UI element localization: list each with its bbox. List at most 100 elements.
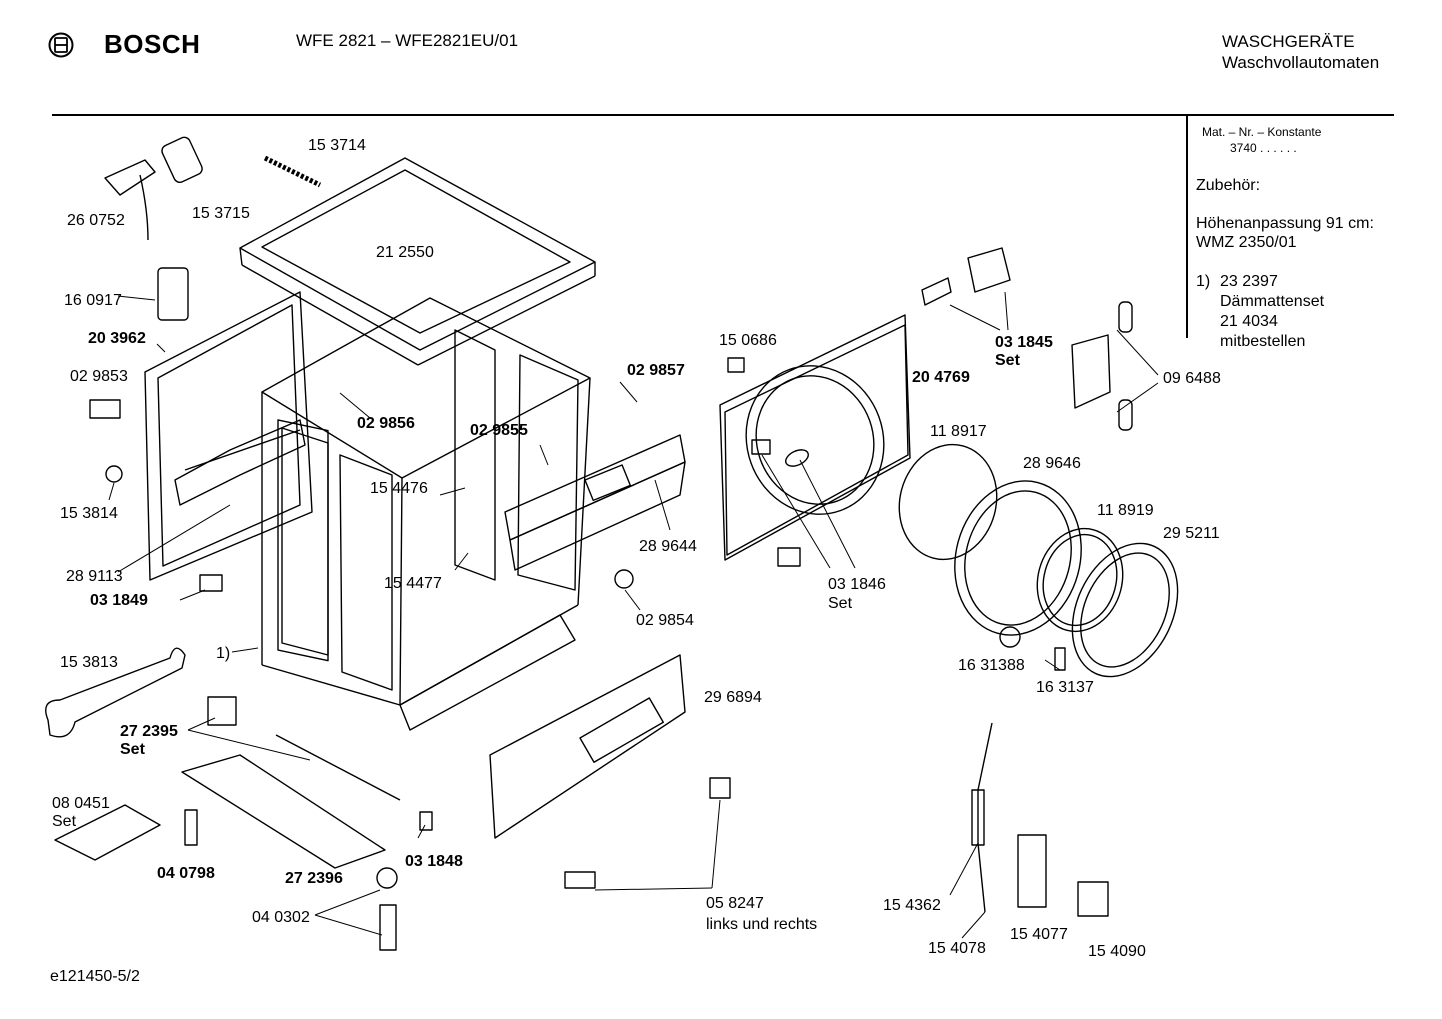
clip-031848 — [419, 811, 433, 831]
wrench — [45, 647, 186, 738]
top-cover — [239, 157, 596, 366]
label-031845-set: Set — [995, 352, 1020, 369]
zubehoer-label: Zubehör: — [1196, 177, 1261, 194]
label-029853: 02 9853 — [70, 368, 128, 385]
label-154078: 15 4078 — [928, 940, 986, 957]
cap-029854 — [614, 569, 634, 589]
label-289644: 28 9644 — [639, 538, 697, 555]
label-289113: 28 9113 — [66, 568, 123, 585]
rod — [275, 734, 401, 801]
shim-plate — [54, 804, 161, 861]
label-272395-set: Set — [120, 741, 145, 758]
door-frame-289646 — [954, 480, 1082, 636]
bolt-040302 — [379, 904, 397, 951]
brand-name: BOSCH — [104, 29, 201, 59]
spring-163137 — [1054, 647, 1066, 671]
label-153813: 15 3813 — [60, 654, 118, 671]
label-029857: 02 9857 — [627, 362, 685, 379]
mat-nr-label: Mat. – Nr. – Konstante — [1202, 125, 1322, 139]
foot-040798 — [184, 809, 198, 846]
label-118917: 11 8917 — [930, 423, 987, 440]
label-1631388: 16 31388 — [958, 657, 1025, 674]
label-029855: 02 9855 — [470, 422, 528, 439]
hoehen-label: Höhenanpassung 91 cm: — [1196, 215, 1374, 232]
label-154476: 15 4476 — [370, 480, 428, 497]
label-031846: 03 1846 — [828, 576, 886, 593]
lock-holder — [1077, 881, 1109, 917]
insulation-mat — [181, 754, 386, 869]
label-204769: 20 4769 — [912, 369, 970, 386]
spring — [263, 155, 322, 188]
note-line-1: 23 2397 — [1220, 273, 1278, 290]
label-154477: 15 4477 — [384, 575, 442, 592]
clamp-272395 — [207, 696, 237, 726]
door-lock — [1017, 834, 1047, 908]
label-058247: 05 8247 — [706, 895, 764, 912]
label-154077: 15 4077 — [1010, 926, 1068, 943]
label-ref1: 1) — [216, 645, 231, 662]
note-line-3: 21 4034 — [1220, 313, 1278, 330]
label-163137: 16 3137 — [1036, 679, 1094, 696]
cabinet-frame — [261, 297, 591, 731]
label-153714: 15 3714 — [308, 137, 366, 154]
clip-153814 — [105, 465, 123, 483]
label-212550: 21 2550 — [376, 244, 434, 261]
label-272396: 27 2396 — [285, 870, 343, 887]
label-272395: 27 2395 — [120, 723, 178, 740]
label-296894: 29 6894 — [704, 689, 762, 706]
label-031845: 03 1845 — [995, 334, 1053, 351]
hinge-pin-bottom — [1118, 399, 1133, 431]
nut-040302 — [376, 867, 398, 889]
label-118919: 11 8919 — [1097, 502, 1154, 519]
label-289646: 28 9646 — [1023, 455, 1081, 472]
label-154090: 15 4090 — [1088, 943, 1146, 960]
mains-plug — [104, 159, 156, 241]
cable-sleeve — [971, 789, 985, 846]
model-title: WFE 2821 – WFE2821EU/01 — [296, 31, 519, 50]
category: WASCHGERÄTE Waschvollautomaten — [1222, 31, 1379, 73]
clip-150686 — [727, 357, 745, 373]
clip-031849 — [199, 574, 223, 592]
label-080451: 08 0451 — [52, 795, 110, 812]
rear-panel — [144, 291, 313, 581]
door-glass-118919 — [1036, 527, 1124, 633]
door-hinge — [1071, 334, 1111, 409]
bosch-logo-icon — [48, 32, 74, 58]
label-029854: 02 9854 — [636, 612, 694, 629]
clip-058247-left — [564, 871, 596, 889]
label-031846-set: Set — [828, 595, 853, 612]
door-seal-118917 — [898, 443, 998, 561]
clip-029853 — [89, 399, 121, 419]
note-line-2: Dämmattenset — [1220, 293, 1325, 310]
label-203962: 20 3962 — [88, 330, 146, 347]
label-080451-set: Set — [52, 813, 77, 830]
label-031848: 03 1848 — [405, 853, 463, 870]
label-153715: 15 3715 — [192, 205, 250, 222]
label-links-rechts: links und rechts — [706, 916, 818, 933]
note-line-4: mitbestellen — [1220, 333, 1306, 350]
base-plate — [489, 654, 686, 839]
label-160917: 16 0917 — [64, 292, 122, 309]
label-160917 — [157, 267, 189, 321]
clip-058247-right — [709, 777, 731, 799]
wmz-value: WMZ 2350/01 — [1196, 234, 1297, 251]
latch-small — [921, 277, 952, 306]
bowden-cable — [977, 722, 993, 913]
header-rule — [52, 114, 1394, 116]
drawing-code: e121450-5/2 — [50, 968, 140, 985]
label-040302: 04 0302 — [252, 909, 310, 926]
mat-nr-value: 3740 . . . . . . — [1230, 141, 1297, 155]
category-line-1: WASCHGERÄTE — [1222, 32, 1355, 51]
leader-lines — [108, 291, 1159, 939]
label-260752: 26 0752 — [67, 212, 125, 229]
label-029856: 02 9856 — [357, 415, 415, 432]
note-number: 1) — [1196, 273, 1211, 290]
label-154362: 15 4362 — [883, 897, 941, 914]
label-031849: 03 1849 — [90, 592, 148, 609]
label-150686: 15 0686 — [719, 332, 777, 349]
valve-1631388 — [999, 626, 1021, 648]
label-295211: 29 5211 — [1163, 525, 1220, 542]
latch-large — [967, 247, 1011, 293]
label-040798: 04 0798 — [157, 865, 215, 882]
